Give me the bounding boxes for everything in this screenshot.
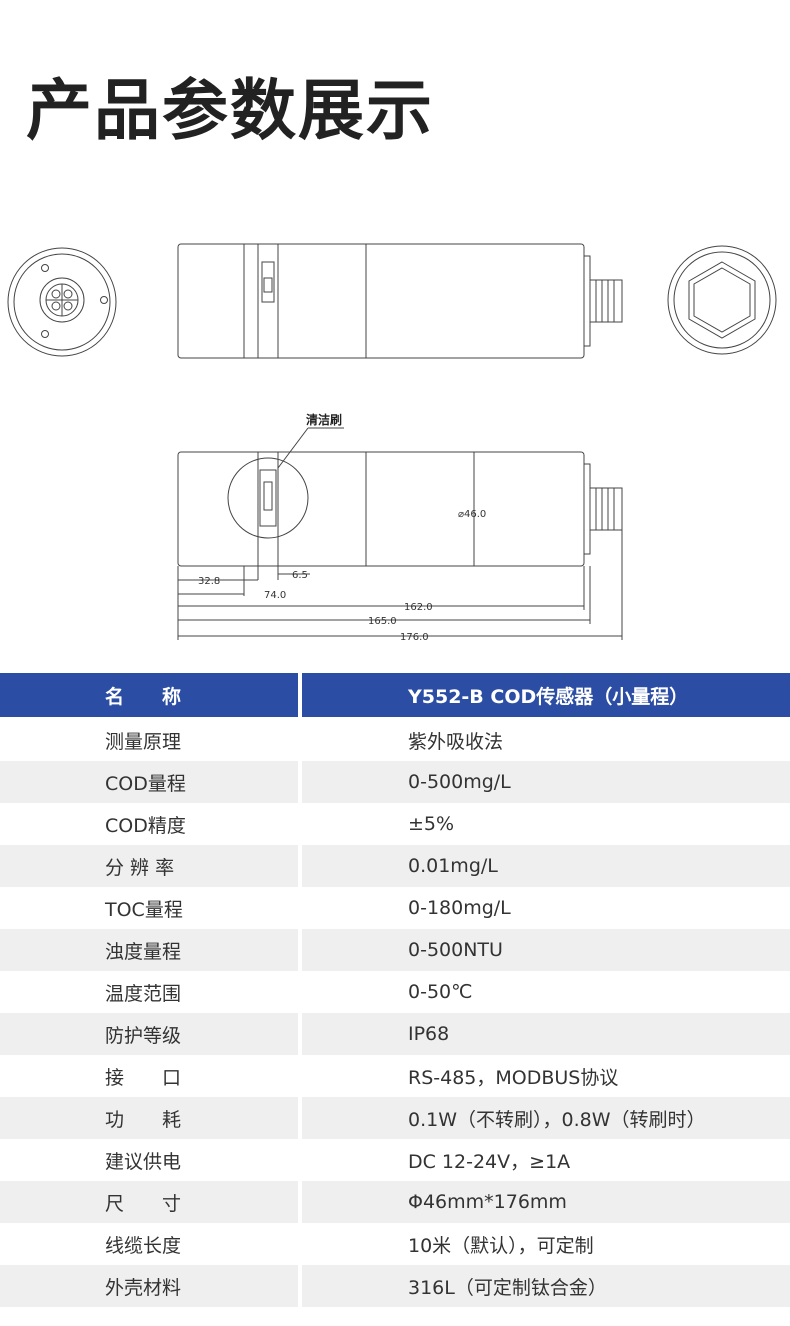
page-title: 产品参数展示 <box>26 72 434 149</box>
table-row: 防护等级 IP68 <box>0 1013 790 1055</box>
table-row: 外壳材料 316L（可定制钛合金） <box>0 1265 790 1307</box>
spec-table-header: 名 称 Y552-B COD传感器（小量程） <box>0 673 790 717</box>
dim-176: 176.0 <box>400 632 429 643</box>
table-row: 接 口 RS-485，MODBUS协议 <box>0 1055 790 1097</box>
row-label: 功 耗 <box>0 1097 298 1139</box>
row-label: 分 辨 率 <box>0 845 298 887</box>
table-row: TOC量程 0-180mg/L <box>0 887 790 929</box>
table-row: 建议供电 DC 12-24V，≥1A <box>0 1139 790 1181</box>
row-label: 尺 寸 <box>0 1181 298 1223</box>
row-value: 0-180mg/L <box>408 897 511 919</box>
table-row: 分 辨 率 0.01mg/L <box>0 845 790 887</box>
table-row: 尺 寸 Φ46mm*176mm <box>0 1181 790 1223</box>
header-name: 名 称 <box>0 673 298 717</box>
table-row: 测量原理 紫外吸收法 <box>0 719 790 761</box>
dim-6-5: 6.5 <box>292 570 308 581</box>
row-value: 316L（可定制钛合金） <box>302 1265 790 1307</box>
row-value: Φ46mm*176mm <box>302 1181 790 1223</box>
table-row: 温度范围 0-50℃ <box>0 971 790 1013</box>
row-value: IP68 <box>302 1013 790 1055</box>
row-value: RS-485，MODBUS协议 <box>408 1066 619 1089</box>
row-value: 0-50℃ <box>408 981 473 1003</box>
technical-drawing: 清洁刷 ⌀46.0 32.8 6.5 74.0 162.0 165.0 176.… <box>0 220 790 660</box>
table-row: 线缆长度 10米（默认），可定制 <box>0 1223 790 1265</box>
row-label: 浊度量程 <box>0 929 298 971</box>
row-value: 紫外吸收法 <box>408 730 504 753</box>
table-row: COD精度 ±5% <box>0 803 790 845</box>
row-label: TOC量程 <box>105 898 183 921</box>
row-label: COD量程 <box>0 761 298 803</box>
dim-74: 74.0 <box>264 590 286 601</box>
brush-callout: 清洁刷 <box>306 412 342 427</box>
row-value: DC 12-24V，≥1A <box>408 1150 571 1173</box>
dim-165: 165.0 <box>368 616 397 627</box>
row-value: 0-500mg/L <box>302 761 790 803</box>
row-value: 0-500NTU <box>302 929 790 971</box>
row-label: 接 口 <box>105 1066 182 1089</box>
hex-end-view <box>667 245 777 355</box>
table-row: COD量程 0-500mg/L <box>0 761 790 803</box>
row-label: 线缆长度 <box>105 1234 182 1257</box>
sensor-dimension-view <box>177 427 623 640</box>
header-value: Y552-B COD传感器（小量程） <box>302 673 790 717</box>
dim-162: 162.0 <box>404 602 433 613</box>
row-label: 温度范围 <box>105 982 182 1005</box>
row-label: 建议供电 <box>105 1150 182 1173</box>
connector-end-view <box>7 247 117 357</box>
dim-diameter: ⌀46.0 <box>458 509 486 520</box>
row-value: 0.01mg/L <box>302 845 790 887</box>
table-row: 功 耗 0.1W（不转刷），0.8W（转刷时） <box>0 1097 790 1139</box>
row-label: 外壳材料 <box>0 1265 298 1307</box>
spec-table: 名 称 Y552-B COD传感器（小量程） 测量原理 紫外吸收法 COD量程 … <box>0 673 790 1307</box>
row-value: ±5% <box>408 813 455 835</box>
row-label: 防护等级 <box>0 1013 298 1055</box>
row-value: 10米（默认），可定制 <box>408 1234 594 1257</box>
sensor-side-view <box>177 243 623 359</box>
row-label: COD精度 <box>105 814 186 837</box>
table-row: 浊度量程 0-500NTU <box>0 929 790 971</box>
row-label: 测量原理 <box>105 730 182 753</box>
row-value: 0.1W（不转刷），0.8W（转刷时） <box>302 1097 790 1139</box>
dim-32-8: 32.8 <box>198 576 220 587</box>
